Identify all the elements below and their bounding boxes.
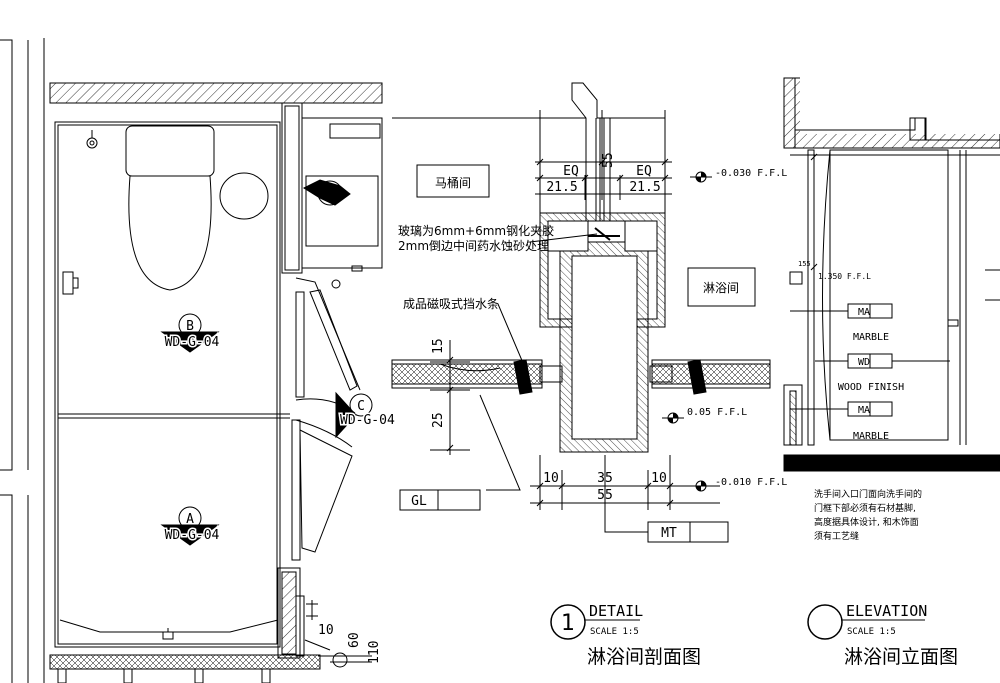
elev-label-wood: WOOD FINISH: [838, 382, 904, 393]
detail-section: [391, 82, 771, 543]
detail-title-scale: SCALE 1:5: [590, 627, 639, 637]
elevation-title-scale: SCALE 1:5: [847, 627, 896, 637]
plan-dim-110: 110: [367, 641, 382, 664]
detail-title-word: DETAIL: [589, 602, 643, 620]
level-label-mid: 0.05 F.F.L: [687, 407, 747, 418]
tag-gl: GL: [411, 494, 427, 509]
dim-25: 25: [431, 412, 446, 428]
elev-level: 1.350 F.F.L: [818, 272, 871, 281]
plan-tag-b-code: WD-G-04: [165, 335, 220, 350]
dim-21-5-left: 21.5: [546, 180, 577, 195]
elev-dim-155: 155: [798, 260, 811, 268]
dim-15: 15: [431, 338, 446, 354]
dim-35: 35: [597, 471, 613, 486]
elev-label-marble-2: MARBLE: [853, 431, 889, 442]
elev-label-marble-1: MARBLE: [853, 332, 889, 343]
elev-note-line3: 高度据具体设计, 和木饰面: [814, 516, 919, 528]
elev-note-line4: 须有工艺缝: [814, 530, 859, 542]
detail-title-bubble: [550, 604, 640, 640]
room-label-toilet: 马桶间: [435, 175, 471, 190]
plan-tag-b-letter: B: [186, 319, 194, 334]
elev-tag-ma-1: MA: [858, 307, 870, 318]
floor-plan: [49, 82, 383, 683]
sheet-border: [0, 38, 45, 683]
plan-tag-a-letter: A: [186, 512, 194, 527]
plan-tag-b: [160, 313, 220, 353]
dim-21-5-right: 21.5: [629, 180, 660, 195]
dim-10-left: 10: [543, 471, 559, 486]
plan-tag-a-code-halo: WD-G-04: [165, 528, 220, 543]
elevation-title-word: ELEVATION: [846, 602, 927, 620]
detail-title-cn: 淋浴间剖面图: [587, 646, 701, 668]
dim-10-right: 10: [651, 471, 667, 486]
elev-tag-wd: WD: [858, 357, 870, 368]
note-glass-line1: 玻璃为6mm+6mm钢化夹胶: [398, 223, 554, 238]
elevation-title-cn: 淋浴间立面图: [844, 646, 958, 668]
tag-mt: MT: [661, 526, 677, 541]
note-glass-line2: 2mm倒边中间药水蚀砂处理: [398, 238, 549, 253]
dim-eq-right: EQ: [636, 164, 652, 179]
plan-dim-60: 60: [347, 632, 362, 648]
elev-note-line1: 洗手间入口门面向洗手间的: [814, 488, 922, 500]
elevation-view: [783, 70, 1000, 472]
dim-55-top: 55: [601, 152, 616, 168]
plan-tag-c: [335, 391, 373, 439]
plan-tag-b-code-halo: WD-G-04: [165, 335, 220, 350]
detail-title-number: 1: [561, 611, 575, 636]
level-symbol-bottom: [690, 480, 712, 492]
room-label-shower: 淋浴间: [703, 281, 739, 295]
level-symbol-top: [690, 171, 712, 183]
plan-tag-c-code-halo: WD-G-04: [340, 413, 395, 428]
plan-tag-c-code: WD-G-04: [340, 413, 395, 428]
plan-tag-a-code: WD-G-04: [165, 528, 220, 543]
level-label-top: -0.030 F.F.L: [715, 168, 787, 179]
dim-eq-left: EQ: [563, 164, 579, 179]
plan-tag-a: [160, 506, 220, 546]
plan-tag-c-letter: C: [357, 399, 365, 414]
level-symbol-mid: [662, 412, 684, 424]
elev-note-line2: 门框下部必须有石材基脚,: [814, 502, 916, 514]
level-label-bottom: -0.010 F.F.L: [715, 477, 787, 488]
dim-55-bottom: 55: [597, 488, 613, 503]
elevation-title-bubble: [807, 604, 925, 640]
note-water-strip: 成品磁吸式挡水条: [403, 296, 499, 311]
plan-dim-10: 10: [318, 623, 334, 638]
elev-tag-ma-2: MA: [858, 405, 870, 416]
